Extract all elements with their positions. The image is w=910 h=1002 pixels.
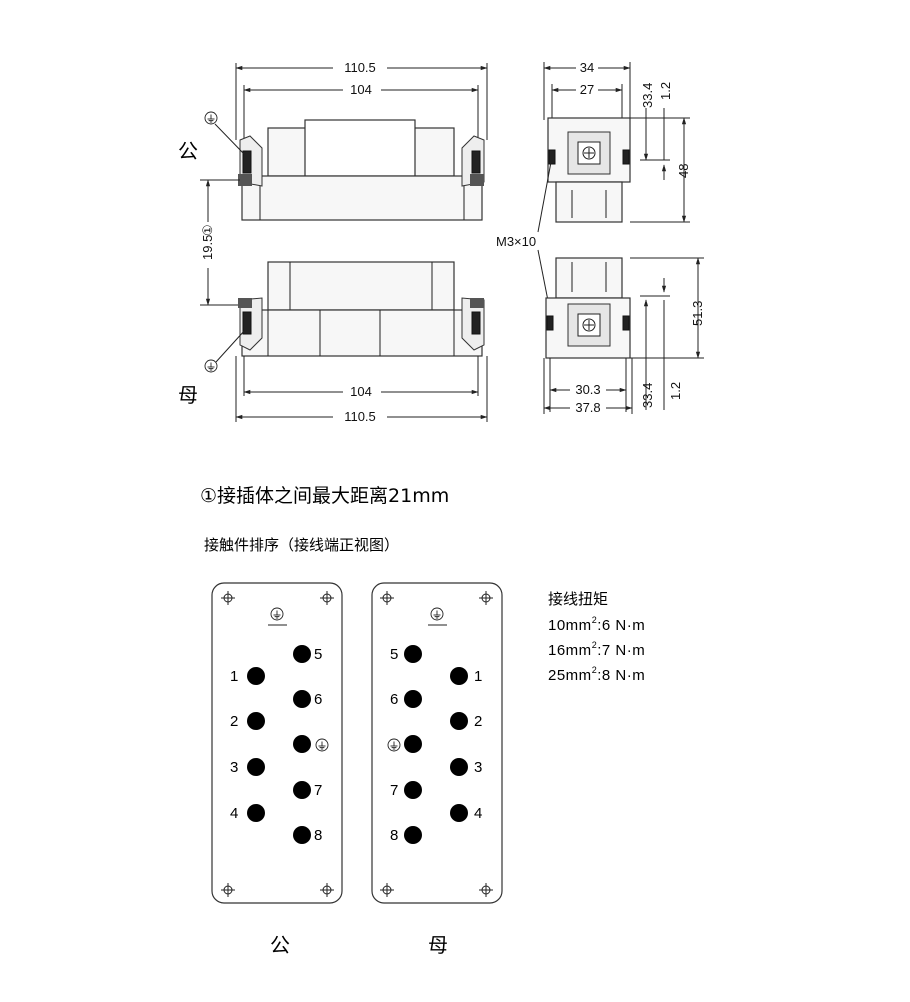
dim-side-v2-bottom: 1.2: [668, 382, 683, 400]
pin-contact: [450, 712, 468, 730]
dim-gap-marker: ①: [200, 224, 215, 236]
pin-number: 3: [230, 759, 238, 776]
dim-gap: 19.5: [200, 235, 215, 260]
torque-title: 接线扭矩: [548, 590, 608, 608]
pin-number: 8: [314, 827, 322, 844]
dim-side-height-top: 48: [676, 164, 691, 178]
male-label: 公: [178, 139, 198, 163]
dim-side-v1-top: 33.4: [640, 83, 655, 108]
distance-note: ①接插体之间最大距离21mm: [200, 485, 449, 507]
dim-side-width-bottom: 37.8: [575, 400, 600, 415]
pin-contact: [404, 826, 422, 844]
pin-arrangement-title: 接触件排序（接线端正视图）: [204, 536, 399, 554]
male-side-view: 34 27 48 33.4 1.2: [543, 58, 691, 223]
screw-label: M3×10: [496, 234, 536, 249]
dim-bottom-overall: 110.5: [344, 409, 376, 424]
pin-contact: [247, 667, 265, 685]
female-front-view: 母 104 110.5: [178, 261, 488, 424]
pin-number: 7: [314, 782, 322, 799]
dim-side-inner-bottom: 30.3: [575, 382, 600, 397]
pin-contact: [450, 667, 468, 685]
ground-icon: [204, 359, 218, 373]
pin-contact: [247, 712, 265, 730]
pin-contact: [247, 758, 265, 776]
pin-number: 6: [390, 691, 398, 708]
dim-side-width-top: 34: [580, 60, 594, 75]
pin-number: 6: [314, 691, 322, 708]
pin-number: 1: [230, 668, 238, 685]
pin-number: 3: [474, 759, 482, 776]
pin-number: 7: [390, 782, 398, 799]
pin-contact: [293, 781, 311, 799]
pin-contact: [404, 735, 422, 753]
male-panel-label: 公: [270, 933, 290, 957]
gap-dimension: 19.5 ①: [199, 179, 240, 306]
pin-contact: [450, 804, 468, 822]
female-panel-label: 母: [428, 933, 448, 957]
pin-contact: [293, 826, 311, 844]
pin-number: 5: [390, 646, 398, 663]
pin-contact: [404, 645, 422, 663]
dim-top-overall: 110.5: [344, 60, 376, 75]
pin-contact: [404, 781, 422, 799]
dim-side-v1-bottom: 33.4: [640, 383, 655, 408]
pin-contact: [450, 758, 468, 776]
dim-side-height-bottom: 51.3: [690, 301, 705, 326]
torque-table: 接线扭矩 10mm2:6 N·m 16mm2:7 N·m 25mm2:8 N·m: [548, 590, 645, 684]
torque-row: 10mm2:6 N·m: [548, 615, 645, 634]
torque-row: 16mm2:7 N·m: [548, 640, 645, 659]
dim-side-v2-top: 1.2: [658, 82, 673, 100]
female-label: 母: [178, 383, 198, 407]
dim-bottom-inner: 104: [350, 384, 372, 399]
male-pin-panel: 1 2 3 4 5 6 7 8: [211, 582, 343, 904]
male-front-view: 110.5 104 公: [178, 58, 488, 221]
pin-contact: [293, 645, 311, 663]
pin-number: 1: [474, 668, 482, 685]
dim-side-inner-top: 27: [580, 82, 594, 97]
female-pin-panel: 5 6 7 8 1 2 3 4: [371, 582, 503, 904]
pin-number: 4: [474, 805, 482, 822]
pin-contact: [293, 690, 311, 708]
pin-contact: [247, 804, 265, 822]
pin-number: 4: [230, 805, 238, 822]
pin-number: 2: [230, 713, 238, 730]
pin-number: 2: [474, 713, 482, 730]
female-side-view: 51.3 33.4 1.2 30.3 37.8: [543, 257, 705, 415]
ground-icon: [204, 111, 218, 125]
torque-row: 25mm2:8 N·m: [548, 665, 645, 684]
dim-top-inner: 104: [350, 82, 372, 97]
pin-number: 8: [390, 827, 398, 844]
pin-number: 5: [314, 646, 322, 663]
pin-contact: [404, 690, 422, 708]
pin-contact: [293, 735, 311, 753]
screw-callout: M3×10: [496, 161, 552, 317]
